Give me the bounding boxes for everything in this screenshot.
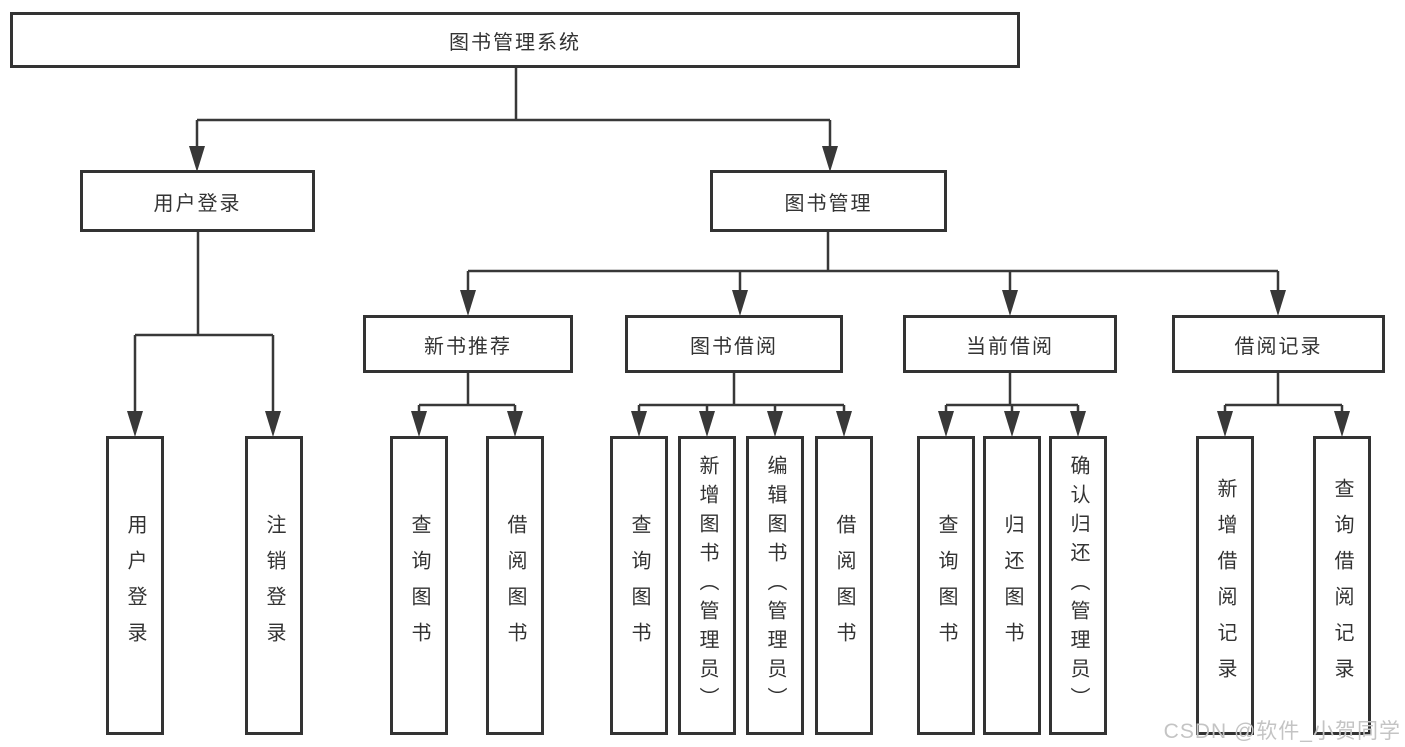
node-current-borrowing: 当前借阅 [903, 315, 1117, 373]
leaf-query-book-current-label: 查询图书 [935, 513, 957, 658]
node-book-management-label: 图书管理 [784, 192, 873, 215]
leaf-confirm-return-admin-label: 确认归还（管理员） [1067, 455, 1089, 716]
node-book-management: 图书管理 [710, 170, 947, 232]
leaf-add-borrow-record-label: 新增借阅记录 [1214, 477, 1236, 694]
node-book-borrowing: 图书借阅 [625, 315, 843, 373]
leaf-logout-label: 注销登录 [263, 513, 285, 658]
leaf-edit-book-admin: 编辑图书（管理员） [746, 436, 804, 735]
node-user-login-label: 用户登录 [153, 192, 242, 215]
leaf-return-book-label: 归还图书 [1001, 513, 1023, 658]
leaf-query-book-current: 查询图书 [917, 436, 975, 735]
leaf-borrow-book-recommend-label: 借阅图书 [504, 513, 526, 658]
leaf-borrow-book-recommend: 借阅图书 [486, 436, 544, 735]
leaf-edit-book-admin-label: 编辑图书（管理员） [764, 455, 786, 716]
leaf-query-borrow-record-label: 查询借阅记录 [1331, 477, 1353, 694]
node-borrowing-records: 借阅记录 [1172, 315, 1385, 373]
leaf-logout: 注销登录 [245, 436, 303, 735]
leaf-confirm-return-admin: 确认归还（管理员） [1049, 436, 1107, 735]
leaf-user-login-label: 用户登录 [124, 513, 146, 658]
csdn-watermark: CSDN @软件_小贺同学 [1163, 720, 1401, 743]
node-user-login: 用户登录 [80, 170, 315, 232]
leaf-user-login: 用户登录 [106, 436, 164, 735]
leaf-query-book-borrow: 查询图书 [610, 436, 668, 735]
leaf-add-borrow-record: 新增借阅记录 [1196, 436, 1254, 735]
leaf-query-book-recommend: 查询图书 [390, 436, 448, 735]
leaf-add-book-admin: 新增图书（管理员） [678, 436, 736, 735]
node-root: 图书管理系统 [10, 12, 1020, 68]
node-root-label: 图书管理系统 [449, 31, 581, 54]
node-borrowing-records-label: 借阅记录 [1234, 335, 1323, 358]
leaf-borrow-book-label: 借阅图书 [833, 513, 855, 658]
leaf-add-book-admin-label: 新增图书（管理员） [696, 455, 718, 716]
leaf-return-book: 归还图书 [983, 436, 1041, 735]
node-new-book-recommend-label: 新书推荐 [424, 335, 512, 358]
node-current-borrowing-label: 当前借阅 [966, 335, 1054, 358]
leaf-borrow-book: 借阅图书 [815, 436, 873, 735]
node-book-borrowing-label: 图书借阅 [690, 335, 778, 358]
leaf-query-borrow-record: 查询借阅记录 [1313, 436, 1371, 735]
node-new-book-recommend: 新书推荐 [363, 315, 573, 373]
leaf-query-book-borrow-label: 查询图书 [628, 513, 650, 658]
leaf-query-book-recommend-label: 查询图书 [408, 513, 430, 658]
arrowhead-icons [127, 146, 1350, 437]
